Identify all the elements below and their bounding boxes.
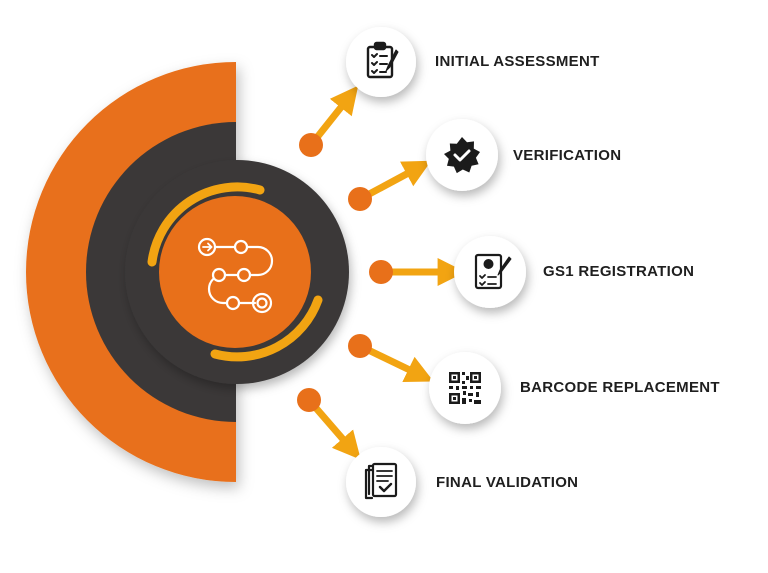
connector-dot-5 bbox=[297, 388, 321, 412]
clipboard-checklist-icon bbox=[366, 41, 399, 79]
connector-5 bbox=[297, 388, 361, 460]
step-1-label: INITIAL ASSESSMENT bbox=[435, 53, 600, 70]
verified-badge-icon bbox=[444, 137, 480, 174]
connector-4 bbox=[348, 334, 434, 382]
amber-accent-arc-top bbox=[147, 182, 265, 267]
connector-dot-1 bbox=[299, 133, 323, 157]
step-3-label: GS1 REGISTRATION bbox=[543, 263, 695, 280]
center-orange-disc bbox=[159, 196, 311, 348]
validated-documents-icon bbox=[364, 462, 398, 500]
step-4-node bbox=[429, 352, 501, 424]
connector-3 bbox=[369, 258, 466, 286]
qr-code-icon bbox=[449, 372, 481, 404]
connector-dot-3 bbox=[369, 260, 393, 284]
connector-2 bbox=[348, 160, 432, 211]
step-4-label: BARCODE REPLACEMENT bbox=[520, 379, 720, 396]
step-1-node bbox=[346, 27, 416, 97]
registration-form-icon bbox=[474, 253, 512, 290]
connector-dot-4 bbox=[348, 334, 372, 358]
connector-dot-2 bbox=[348, 187, 372, 211]
step-5-node bbox=[346, 447, 416, 517]
step-2-label: VERIFICATION bbox=[513, 147, 622, 164]
step-2-node bbox=[426, 119, 498, 191]
amber-accent-arc-bottom bbox=[210, 295, 323, 362]
step-3-node bbox=[454, 236, 526, 308]
step-5-label: FINAL VALIDATION bbox=[436, 474, 579, 491]
connector-1 bbox=[299, 85, 359, 157]
process-flow-icon bbox=[197, 237, 274, 314]
